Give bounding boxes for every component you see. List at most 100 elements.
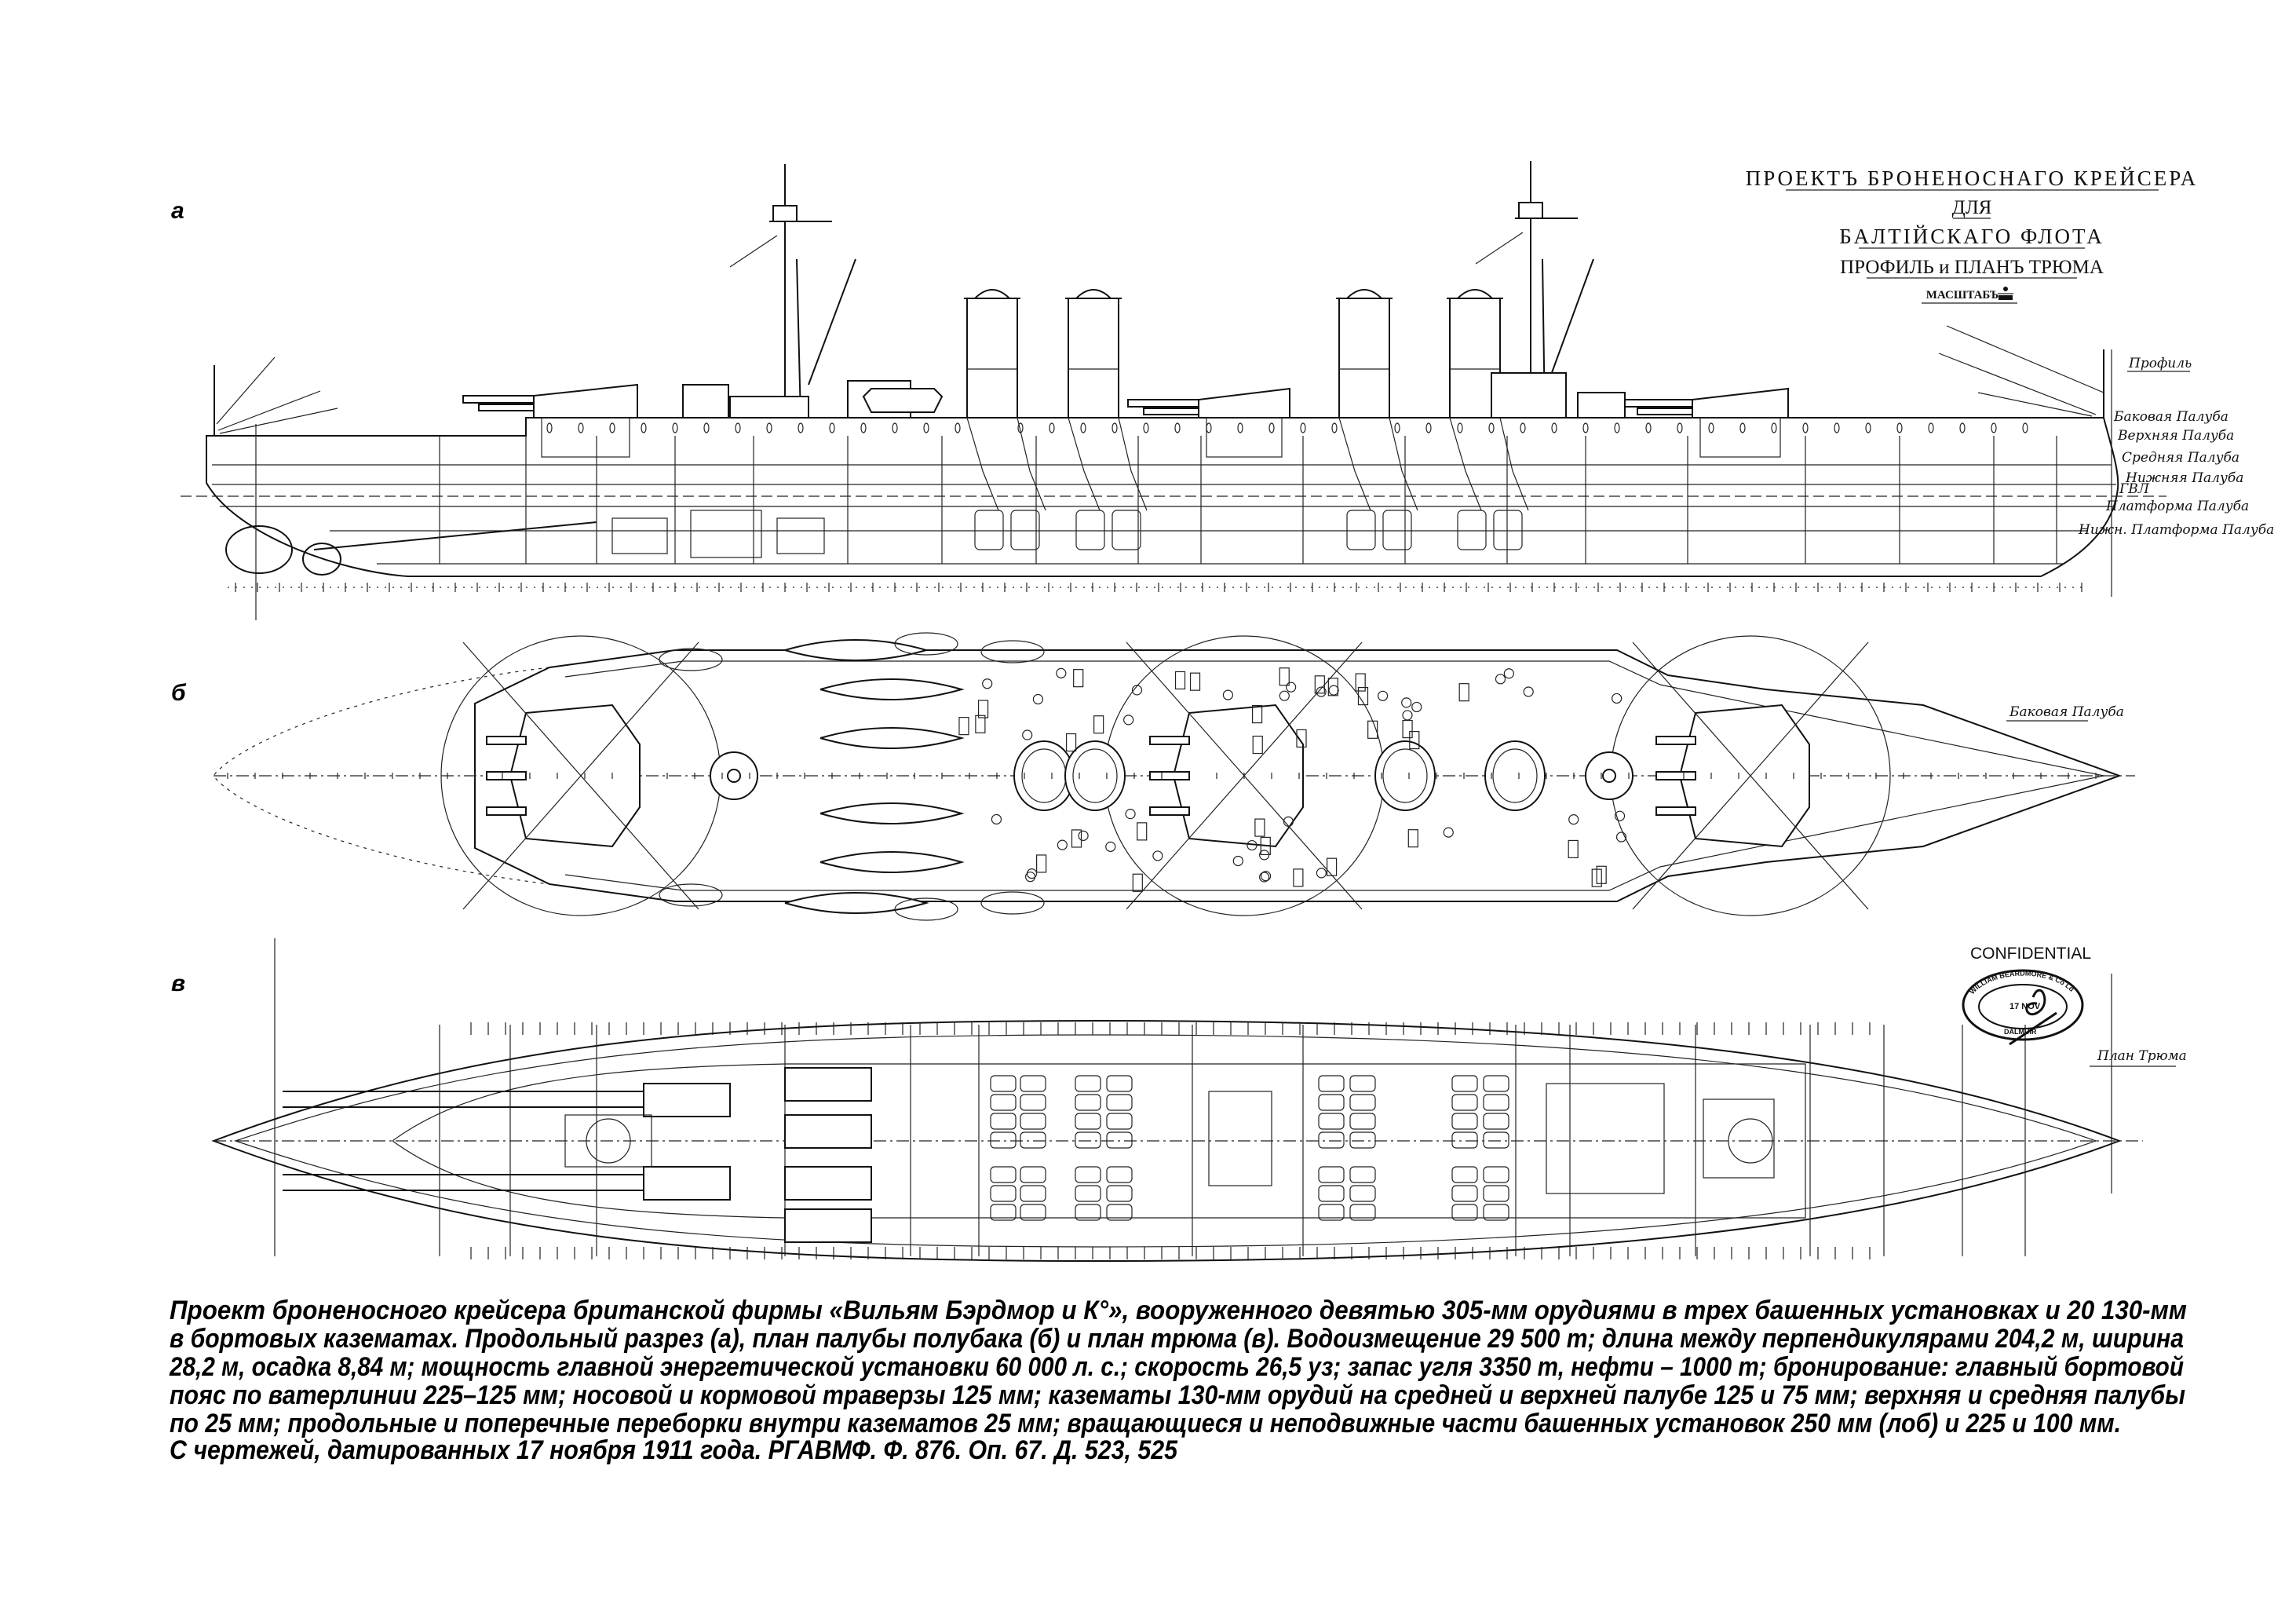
barbette <box>1699 417 1781 458</box>
boiler <box>1493 510 1523 550</box>
boiler <box>1020 1185 1046 1202</box>
hatch <box>1137 822 1148 841</box>
boiler <box>1075 1113 1101 1130</box>
crane-jib <box>808 258 856 386</box>
casemate-port <box>1614 422 1620 433</box>
hatch <box>1251 704 1263 724</box>
ventilator <box>1328 685 1339 696</box>
hold-plan: План Трюма <box>211 938 2187 1263</box>
casemate-port <box>829 422 835 433</box>
boiler <box>1349 1113 1376 1130</box>
boat <box>862 388 944 413</box>
boiler <box>1451 1131 1478 1149</box>
fore-mast <box>1475 161 1594 419</box>
ventilator <box>1056 667 1067 678</box>
boat <box>784 892 929 914</box>
gun-barrel <box>1655 806 1696 816</box>
hull-outline <box>206 417 2119 577</box>
boiler <box>1483 1166 1509 1183</box>
casemate-port <box>892 422 898 433</box>
ventilator <box>1232 855 1243 867</box>
gun-barrel <box>1149 736 1190 745</box>
hatch <box>1568 839 1579 859</box>
lower-deck-label: Нижняя Палуба <box>2125 470 2243 486</box>
caption-line: по 25 мм; продольные и поперечные перебо… <box>170 1409 2121 1438</box>
ventilator <box>1022 729 1033 740</box>
main-gun-turret <box>1198 387 1290 419</box>
platform-deck-label: Платформа Палуба <box>2105 499 2249 514</box>
ventilator <box>1222 689 1234 700</box>
hatch <box>1189 672 1201 691</box>
hull-waterplane-dotted <box>213 667 550 885</box>
svg-text:WILLIAM BEARDMORE & Co Ld: WILLIAM BEARDMORE & Co Ld <box>1968 970 2075 996</box>
hatch <box>1357 686 1369 706</box>
waterline-label: ГВЛ <box>2119 481 2150 497</box>
middle-deck-label: Средняя Палуба <box>2122 450 2239 466</box>
uptake <box>966 417 1046 511</box>
funnel-cap <box>1065 289 1122 299</box>
hatch <box>1327 678 1338 696</box>
boiler <box>1075 510 1105 550</box>
casemate-port <box>1300 422 1306 433</box>
ventilator <box>1279 690 1290 701</box>
gun-barrel <box>486 736 527 745</box>
main-gun-turret <box>1172 704 1304 848</box>
hatch <box>1279 667 1290 686</box>
casemate-port <box>1802 422 1809 433</box>
boiler <box>1483 1204 1509 1221</box>
engine <box>643 1166 731 1201</box>
ventilator <box>1495 674 1506 685</box>
boiler <box>1075 1166 1101 1183</box>
engine <box>643 1083 731 1117</box>
caption: Проект броненосного крейсера британской … <box>169 1296 2187 1465</box>
gun-barrel <box>1149 806 1190 816</box>
hatch <box>1409 730 1420 750</box>
funnel <box>1068 298 1119 419</box>
ventilator <box>1402 710 1413 721</box>
gun-barrel <box>1621 399 1693 408</box>
main-gun-turret <box>533 383 638 419</box>
arc-line <box>462 642 699 910</box>
casemate-port <box>1017 422 1024 433</box>
casemate-port <box>798 422 804 433</box>
engine <box>784 1208 872 1243</box>
ventilator <box>1612 693 1623 704</box>
boiler <box>990 1113 1017 1130</box>
ventilator <box>1283 816 1294 827</box>
funnel-cap <box>1447 289 1503 299</box>
magazine <box>1546 1083 1665 1194</box>
boat <box>980 891 1045 915</box>
gun-barrel <box>462 395 535 404</box>
boiler <box>1106 1131 1133 1149</box>
hatch <box>1407 829 1418 848</box>
magazine <box>1703 1098 1775 1179</box>
caption-line: С чертежей, датированных 17 ноября 1911 … <box>170 1435 1178 1465</box>
boiler <box>1020 1094 1046 1111</box>
boiler <box>1349 1075 1376 1092</box>
boiler <box>1106 1094 1133 1111</box>
hatch <box>1174 671 1186 690</box>
scale-fraction-mark <box>1998 287 2013 300</box>
ventilator <box>1131 685 1143 696</box>
hatch <box>1071 829 1082 848</box>
ventilator <box>1316 686 1327 697</box>
boiler <box>1349 1166 1376 1183</box>
boiler <box>1106 1075 1133 1092</box>
boiler <box>1318 1113 1345 1130</box>
casemate-port <box>2022 422 2028 433</box>
casemate-port <box>1237 422 1243 433</box>
boiler <box>1349 1094 1376 1111</box>
hatch <box>1260 836 1271 856</box>
boiler <box>1020 1166 1046 1183</box>
forecastle-deck-label: Баковая Палуба <box>2113 409 2228 425</box>
ventilator <box>982 678 993 689</box>
casemate-port <box>1771 422 1777 433</box>
engine <box>784 1067 872 1102</box>
casemate-port <box>1551 422 1557 433</box>
boiler <box>990 1131 1017 1149</box>
hatch <box>1132 873 1143 892</box>
boiler <box>990 1185 1017 1202</box>
engine <box>784 1114 872 1149</box>
gun-barrel <box>478 404 535 411</box>
